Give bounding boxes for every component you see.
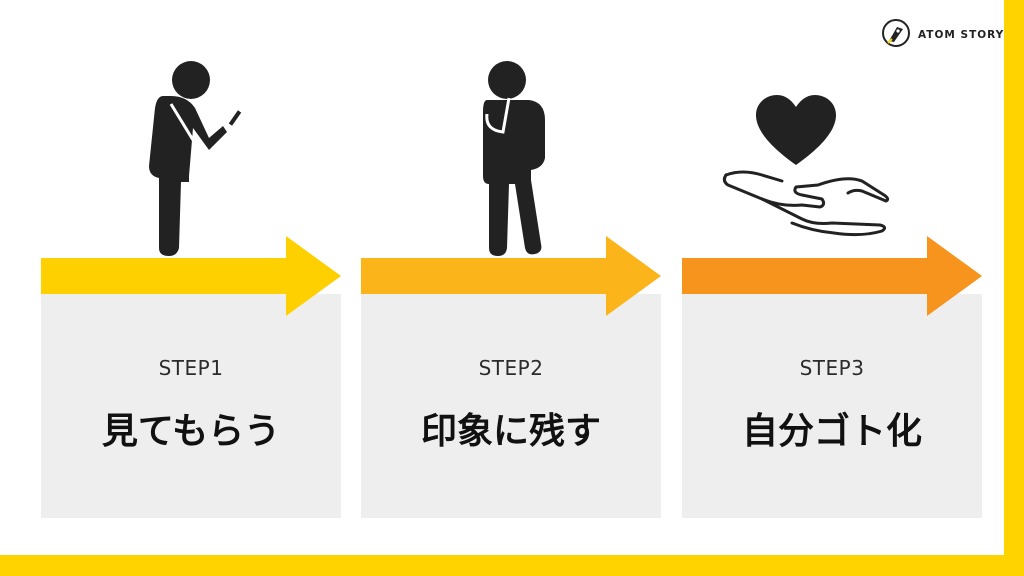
person-thinking-icon: [483, 61, 545, 256]
step-1-arrow: [41, 236, 341, 316]
brand-name: ATOM STORY: [918, 29, 1005, 41]
step-2-title: 印象に残す: [420, 411, 601, 452]
pen-nib-logo-icon: [880, 17, 912, 53]
brand-logo: ATOM STORY: [880, 18, 1004, 52]
step-3-label: STEP3: [799, 356, 865, 380]
step-2-arrow: [361, 236, 661, 316]
step-3-title: 自分ゴト化: [741, 411, 922, 452]
step-2: STEP2 印象に残す: [361, 0, 661, 576]
step-2-box: [361, 294, 661, 518]
person-looking-at-phone-icon: [149, 61, 242, 256]
step-3-arrow: [682, 236, 982, 316]
step-1-box: [41, 294, 341, 518]
step-2-label: STEP2: [478, 356, 544, 380]
step-1-label: STEP1: [158, 356, 224, 380]
step-1: STEP1 見てもらう: [41, 0, 341, 576]
step-3: STEP3 自分ゴト化: [682, 0, 982, 576]
step-3-box: [682, 294, 982, 518]
yellow-frame-right: [1004, 0, 1024, 576]
heart-in-hand-icon: [722, 95, 890, 237]
yellow-frame-bottom: [0, 555, 1024, 576]
step-1-title: 見てもらう: [101, 411, 281, 452]
